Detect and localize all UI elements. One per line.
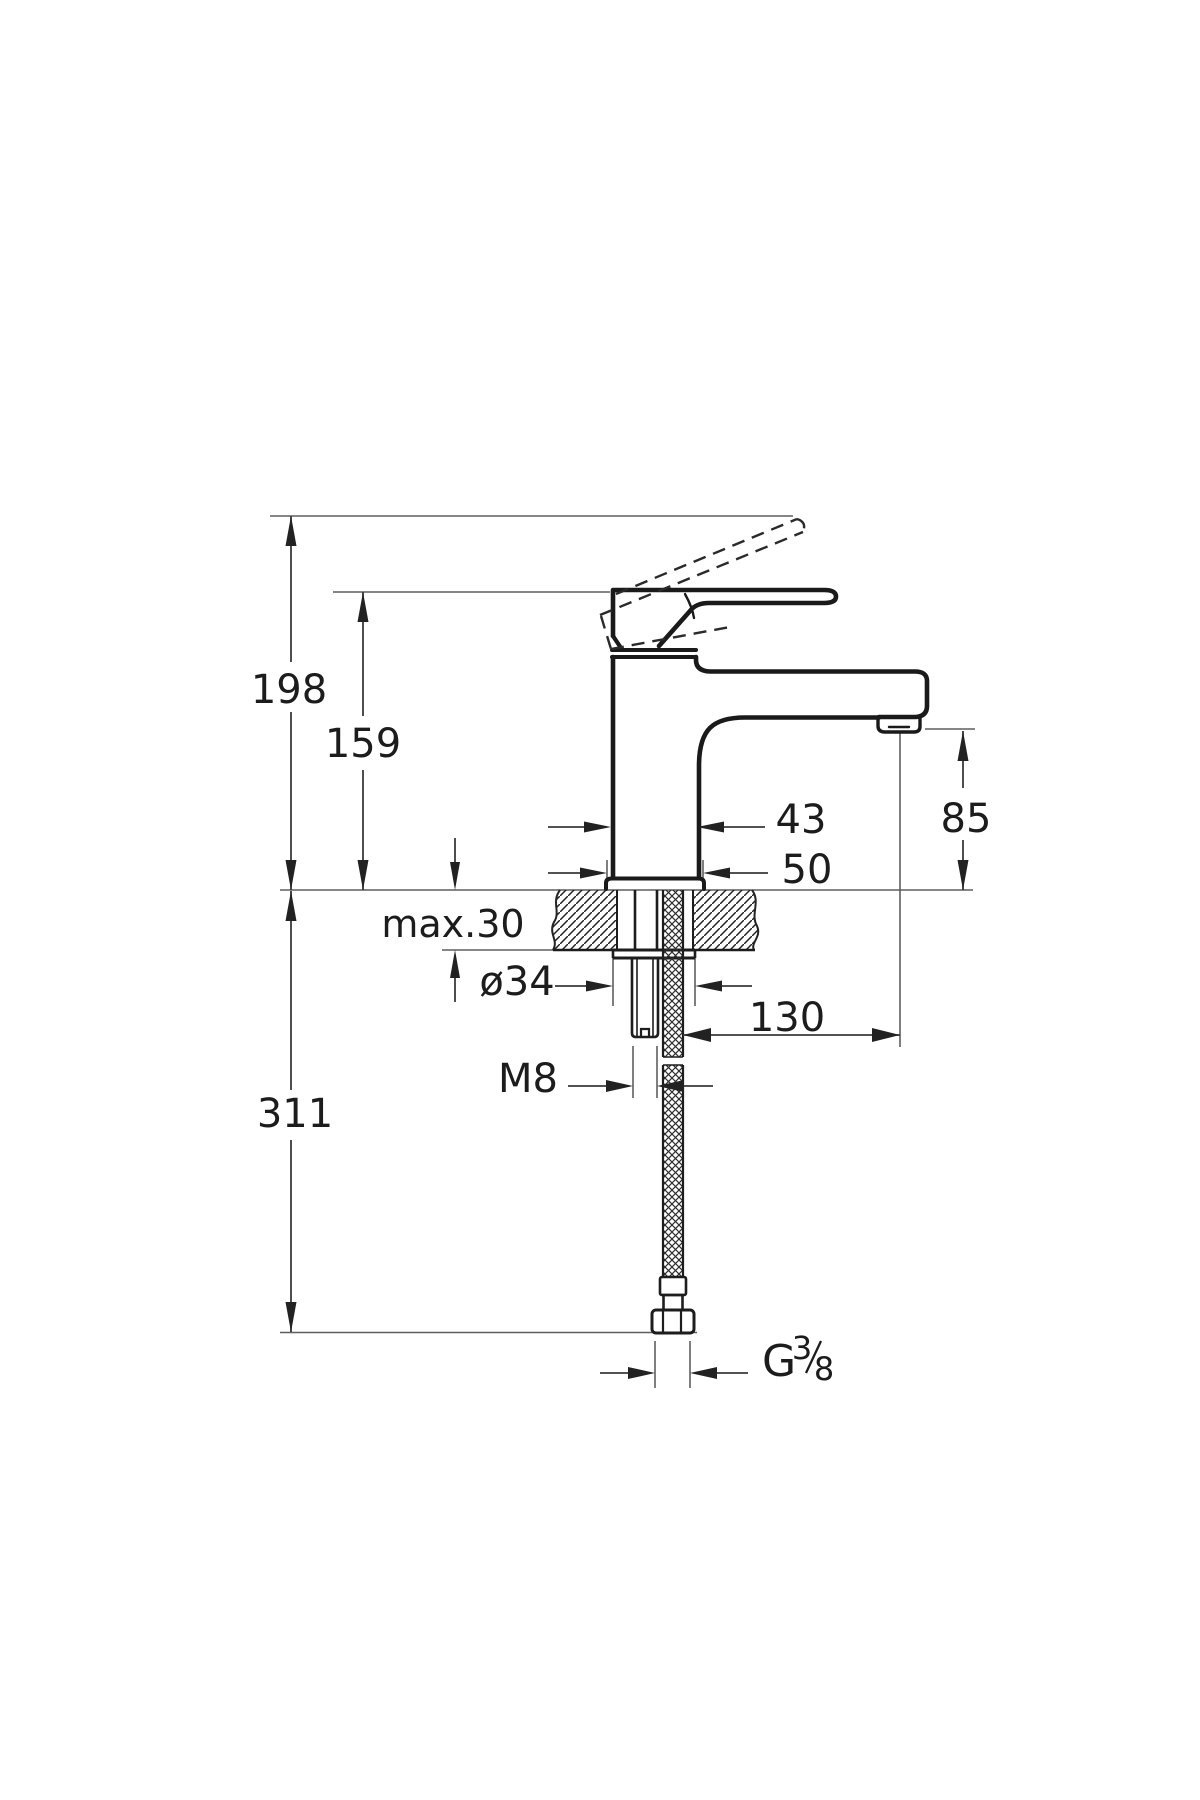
dimension-labels: 198 159 311 max.30 ø34 43 50 85 130 M8 G…: [251, 667, 992, 1388]
label-hose-thread-denominator: 8: [814, 1350, 834, 1388]
raised-wedge-left-dash: [599, 615, 613, 650]
base-flange: [604, 876, 706, 891]
arrow-159-down: [357, 860, 369, 890]
label-hole-diameter: ø34: [479, 959, 554, 1005]
extension-lines: [270, 515, 975, 1388]
fraction-slash: [804, 1340, 823, 1374]
hose-braid-upper: [663, 890, 683, 1057]
arrow-85-up: [957, 731, 969, 761]
arrow-43-left: [584, 821, 611, 833]
label-total-height: 198: [251, 667, 327, 713]
arrow-50-right: [703, 867, 730, 879]
arrow-50-left: [580, 867, 607, 879]
arrow-85-down: [957, 860, 969, 890]
label-base-width: 50: [782, 847, 833, 893]
arrow-dia34-right: [695, 980, 722, 992]
arrow-43-right: [697, 821, 724, 833]
raised-handle-dashed: [599, 517, 806, 651]
arrow-m8-right: [657, 1080, 684, 1092]
label-hose-thread-numerator: 3: [792, 1329, 812, 1367]
hose-braid-lower: [663, 1065, 683, 1277]
label-below-deck-length: 311: [257, 1091, 333, 1137]
spout-aerator: [876, 715, 922, 734]
raised-lever-bottom-dash: [599, 530, 804, 617]
mounting-washer-ends: [611, 950, 697, 958]
countertop-hatch-left: [552, 890, 617, 950]
arrow-159-up: [357, 592, 369, 622]
countertop-section: [551, 889, 760, 952]
arrow-max30-up: [450, 950, 460, 978]
countertop-break-edge-right: [751, 889, 760, 951]
label-hose-thread-g: G: [762, 1336, 796, 1387]
spout-underside: [696, 715, 882, 881]
label-spout-reach: 130: [749, 995, 825, 1041]
hose-ferrule: [658, 1275, 688, 1297]
arrow-198-up: [285, 516, 297, 546]
label-handle-height: 159: [325, 721, 401, 767]
handle-crease: [683, 592, 696, 620]
label-hose-thread: G 3 8: [762, 1329, 834, 1388]
raised-lever-tip-dash: [796, 517, 806, 533]
dimension-arrows: [285, 516, 969, 1379]
label-deck-thickness: max.30: [381, 902, 524, 946]
handle-wedge-corner: [610, 633, 624, 651]
hose-walls: [661, 890, 685, 1277]
raised-lever-top-dash: [615, 517, 798, 596]
m8-stud-thread-lines: [636, 959, 654, 1037]
m8-stud: [630, 959, 660, 1039]
supply-hose: [650, 890, 696, 1335]
arrow-g38-right: [690, 1367, 717, 1379]
spout-top-edge: [693, 654, 930, 720]
arrow-311-down: [285, 1302, 297, 1332]
arrow-198-down: [285, 860, 297, 890]
countertop-hole-walls: [616, 890, 694, 950]
countertop-hatch-right: [693, 890, 759, 950]
arrow-130-right: [872, 1028, 900, 1042]
handle-lever: [610, 587, 839, 649]
label-spout-height: 85: [941, 796, 992, 842]
arrow-130-left: [683, 1028, 711, 1042]
arrow-311-up: [285, 891, 297, 921]
hose-nut: [650, 1308, 696, 1335]
m8-stud-slot: [639, 1027, 651, 1037]
arrow-m8-left: [606, 1080, 633, 1092]
hose-nut-facets: [661, 1310, 683, 1333]
faucet-outline: [604, 587, 930, 891]
label-stud-thread: M8: [498, 1056, 558, 1102]
hose-neck: [662, 1293, 684, 1312]
shank-walls: [633, 890, 659, 950]
arrow-g38-left: [628, 1367, 655, 1379]
hose-break: [663, 1056, 683, 1066]
arrow-dia34-left: [586, 980, 613, 992]
arrow-max30-down: [450, 862, 460, 890]
countertop-break-edge-left: [551, 889, 561, 951]
label-body-width: 43: [776, 797, 827, 843]
cartridge-neck: [610, 648, 698, 659]
